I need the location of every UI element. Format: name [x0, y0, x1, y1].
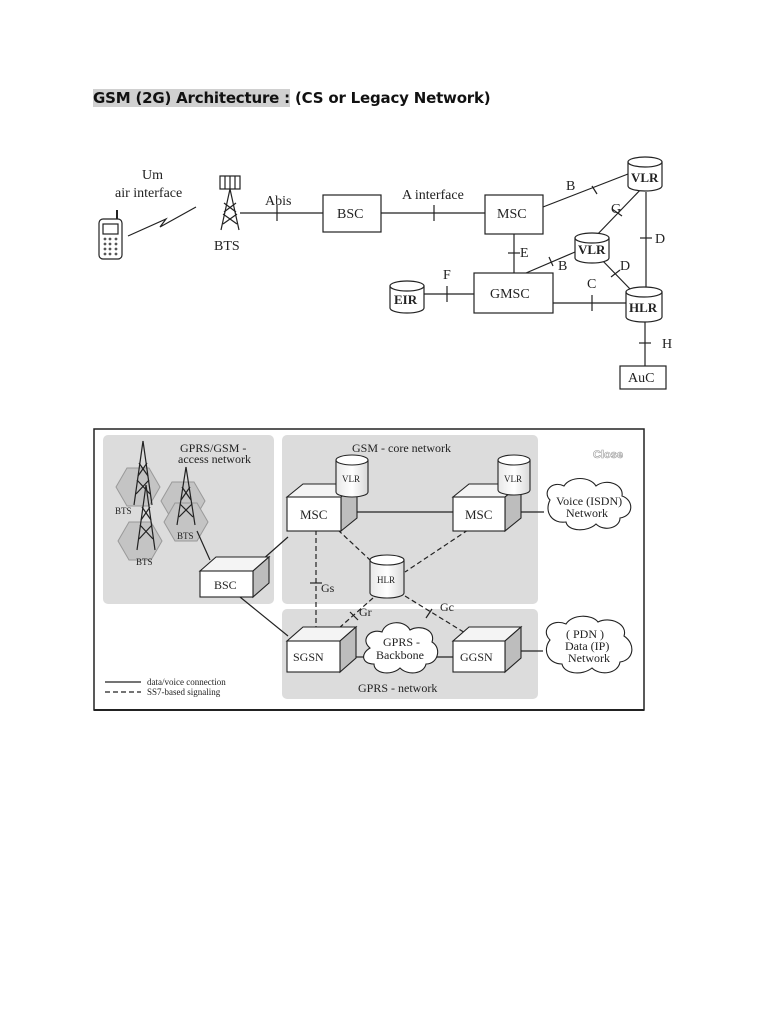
interface-e-label: E [520, 246, 529, 261]
vlr-right-label: VLR [504, 474, 522, 484]
ggsn-node [451, 625, 523, 674]
vlr-left-label: VLR [342, 474, 360, 484]
bts-tower-icon [219, 175, 241, 231]
msc-right-label: MSC [465, 507, 492, 522]
sgsn-node [285, 625, 358, 674]
eir-cylinder [389, 280, 425, 314]
interface-d1-label: D [655, 232, 665, 247]
gr-label: Gr [359, 605, 372, 619]
a-interface-label: A interface [402, 188, 464, 203]
link-bsc-msc [261, 536, 289, 561]
access-network-title-1: GPRS/GSM - [180, 441, 246, 455]
interface-h-label: H [662, 337, 672, 352]
gprs-backbone-cloud [363, 622, 439, 674]
msc-box [484, 194, 544, 235]
vlr-mid-label: VLR [578, 242, 606, 257]
interface-g-label: G [611, 202, 621, 217]
mobile-phone-icon [98, 210, 123, 260]
pdn-network-cloud [545, 615, 633, 674]
msc-label: MSC [497, 207, 527, 222]
air-interface-link [127, 206, 197, 237]
page-heading: GSM (2G) Architecture : (CS or Legacy Ne… [93, 89, 491, 107]
gsm-architecture-diagram [98, 156, 667, 390]
eir-label: EIR [394, 292, 418, 307]
antenna-tower-icon [176, 466, 196, 526]
bts-label-1: BTS [115, 506, 132, 516]
heading-rest: (CS or Legacy Network) [289, 89, 491, 107]
antenna-tower-icon [133, 440, 153, 506]
link-hlr-ggsn-gc [404, 595, 471, 637]
bsc-box [322, 194, 382, 233]
heading-highlight: GSM (2G) Architecture : [93, 89, 290, 107]
vlr-right-cylinder [497, 454, 531, 496]
bts-label: BTS [214, 239, 240, 254]
close-button[interactable]: Close [593, 449, 624, 462]
legend-ss7-label: SS7-based signaling [147, 687, 221, 697]
pdn-label-3: Network [568, 651, 610, 665]
backbone-label-2: Backbone [376, 648, 424, 662]
link-vlr-vlr-g [593, 185, 645, 239]
hlr-cylinder [625, 286, 663, 323]
pdn-label-1: ( PDN ) [566, 627, 604, 641]
link-msc-hlr [337, 529, 371, 561]
cell-hexagon [115, 467, 161, 507]
interface-f-label: F [443, 268, 451, 283]
bsc-label: BSC [214, 578, 237, 592]
hlr-label: HLR [377, 575, 395, 585]
um-label: Um [142, 168, 163, 183]
isdn-label-2: Network [566, 506, 608, 520]
interface-c-label: C [587, 277, 596, 292]
link-gmsc-vlr [525, 251, 576, 274]
backbone-label-1: GPRS - [383, 635, 420, 649]
link-msc2-hlr [404, 529, 469, 573]
hlr-cylinder [369, 554, 405, 599]
bsc-label: BSC [337, 207, 363, 222]
link-bsc-sgsn [239, 596, 289, 637]
hlr-label: HLR [629, 300, 658, 315]
interface-b2-label: B [558, 259, 567, 274]
bts-label-3: BTS [136, 557, 153, 567]
link-msc-vlr [542, 173, 629, 208]
msc-left-label: MSC [300, 507, 327, 522]
access-network-title-2: access network [178, 452, 251, 466]
interface-d2-label: D [620, 259, 630, 274]
gmsc-label: GMSC [490, 287, 530, 302]
bsc-node [198, 555, 271, 599]
bts-label-2: BTS [177, 531, 194, 541]
gprs-network-diagram [93, 428, 645, 711]
interface-b1-label: B [566, 179, 575, 194]
auc-label: AuC [628, 371, 654, 386]
vlr-mid-cylinder [574, 232, 610, 264]
core-network-title: GSM - core network [352, 441, 451, 455]
legend-data-label: data/voice connection [147, 677, 226, 687]
link-bts-bsc [196, 530, 211, 561]
vlr-left-cylinder [335, 454, 369, 498]
antenna-tower-icon [136, 484, 156, 551]
pdn-label-2: Data (IP) [565, 639, 609, 653]
air-interface-label: air interface [115, 186, 182, 201]
abis-label: Abis [265, 194, 291, 209]
gs-label: Gs [321, 581, 335, 595]
gmsc-box [473, 272, 554, 314]
auc-box [619, 365, 667, 390]
ggsn-label: GGSN [460, 650, 493, 664]
isdn-label-1: Voice (ISDN) [556, 494, 622, 508]
sgsn-label: SGSN [293, 650, 324, 664]
vlr-top-label: VLR [631, 170, 659, 185]
gc-label: Gc [440, 600, 454, 614]
cell-hexagon [117, 521, 163, 561]
gprs-network-title: GPRS - network [358, 681, 437, 695]
link-hlr-sgsn-gr [329, 597, 374, 637]
vlr-top-cylinder [627, 156, 663, 192]
isdn-network-cloud [546, 477, 632, 531]
